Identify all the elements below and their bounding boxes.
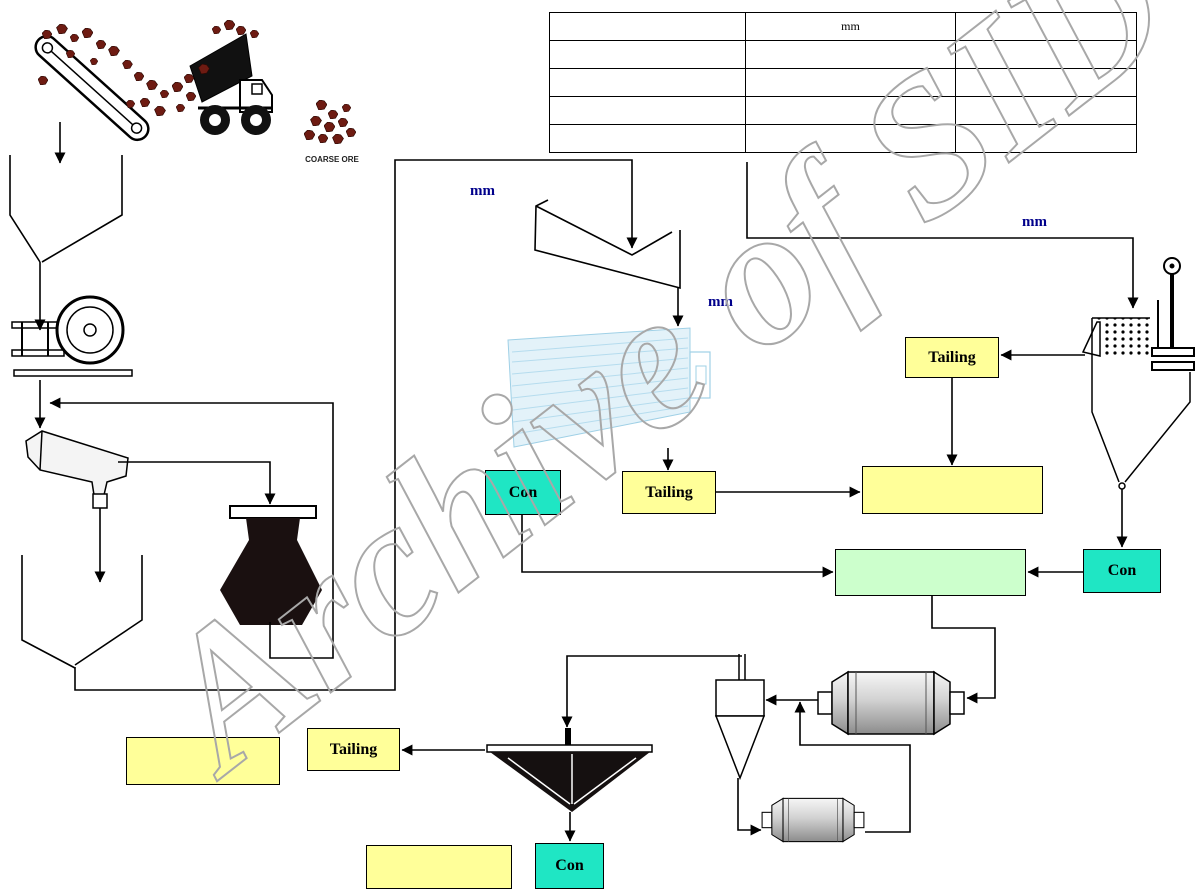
flow-arrow-screen-to-cone-crusher xyxy=(118,462,270,504)
size-table: mm xyxy=(549,12,1137,153)
vibrating-screen-icon xyxy=(535,200,680,288)
shaking-table-icon xyxy=(508,328,710,447)
flow-arrow-table-con-to-combined xyxy=(522,515,833,572)
final-concentrate-box xyxy=(366,845,512,889)
bin-icon xyxy=(22,555,142,668)
size-table-cell xyxy=(550,125,746,153)
size-label-flotation-feed: mm xyxy=(1022,214,1047,231)
flow-arrow-screen-to-flotation xyxy=(747,162,1133,308)
table-row xyxy=(550,41,1137,69)
size-table-cell xyxy=(956,41,1137,69)
size-table-cell xyxy=(746,41,956,69)
tailing-box-table: Tailing xyxy=(622,471,716,514)
tailing-dump-box-lower xyxy=(126,737,280,785)
size-table-cell xyxy=(956,125,1137,153)
hopper-icon xyxy=(10,155,122,262)
size-table-cell xyxy=(550,97,746,125)
flow-arrow-cyclone-to-regrind-mill xyxy=(738,778,761,830)
ball-mill-icon xyxy=(762,798,864,841)
cone-crusher-icon xyxy=(220,506,322,625)
coarse-ore-label: COARSE ORE xyxy=(300,155,364,164)
size-table-cell: mm xyxy=(746,13,956,41)
con-box-thickener: Con xyxy=(535,843,604,889)
size-table-cell xyxy=(550,41,746,69)
tailing-box-thickener: Tailing xyxy=(307,728,400,771)
jaw-crusher-icon xyxy=(12,297,132,376)
size-table-cell xyxy=(746,69,956,97)
size-table-cell xyxy=(550,69,746,97)
size-table-cell xyxy=(746,97,956,125)
tailing-box-flotation: Tailing xyxy=(905,337,999,378)
size-table-cell xyxy=(956,97,1137,125)
size-label-vibrating-screen: mm xyxy=(470,183,495,200)
table-row xyxy=(550,97,1137,125)
table-row: mm xyxy=(550,13,1137,41)
coarse-ore-icon xyxy=(304,100,356,144)
table-row xyxy=(550,125,1137,153)
size-label-table-feed: mm xyxy=(708,294,733,311)
thickener-icon xyxy=(487,728,652,812)
size-table-cell xyxy=(550,13,746,41)
feeder-screen-icon xyxy=(26,431,128,508)
con-box-table: Con xyxy=(485,470,561,515)
conveyor-icon xyxy=(31,32,153,145)
size-table-cell xyxy=(956,13,1137,41)
tailing-dump-box-upper xyxy=(862,466,1043,514)
con-box-flotation: Con xyxy=(1083,549,1161,593)
ball-mill-icon xyxy=(818,672,964,734)
combined-concentrate-box xyxy=(835,549,1026,596)
flotation-cell-icon xyxy=(1083,258,1194,489)
size-table-cell xyxy=(746,125,956,153)
hydrocyclone-icon xyxy=(716,654,764,778)
size-table-cell xyxy=(956,69,1137,97)
table-row xyxy=(550,69,1137,97)
dump-truck-icon xyxy=(190,34,272,135)
